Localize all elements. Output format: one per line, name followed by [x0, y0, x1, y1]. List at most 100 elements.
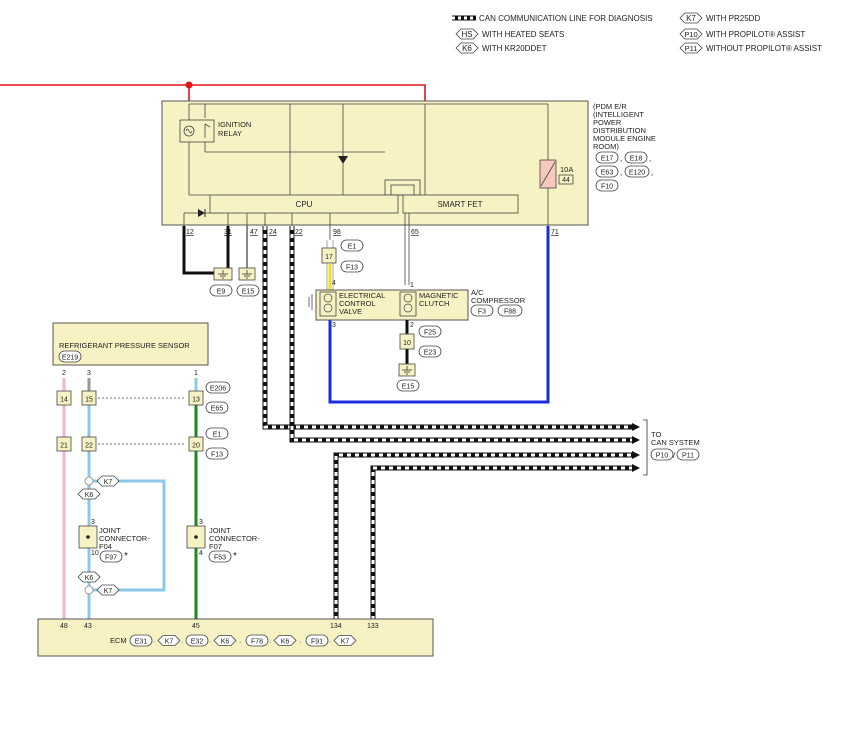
- pdm-pin-labels: 12 31 47 24 22 98 65 71: [186, 229, 559, 236]
- svg-text:·: ·: [239, 639, 241, 646]
- svg-text:·: ·: [269, 639, 271, 646]
- svg-text:10A: 10A: [560, 165, 573, 174]
- legend-p11: WITHOUT PROPILOT® ASSIST: [706, 44, 822, 53]
- svg-text:24: 24: [269, 229, 277, 236]
- svg-text:P11: P11: [685, 44, 698, 53]
- svg-text:E1: E1: [213, 432, 222, 439]
- svg-text:E31: E31: [135, 639, 148, 646]
- jc2-label: JOINT: [209, 526, 231, 535]
- pdm-title: (PDM E/R (INTELLIGENT POWER DISTRIBUTION…: [593, 102, 656, 151]
- svg-text:(INTELLIGENT: (INTELLIGENT: [593, 110, 644, 119]
- valve-label: ELECTRICAL: [339, 291, 385, 300]
- svg-text:F13: F13: [346, 265, 358, 272]
- option-k6: K6: [85, 575, 94, 582]
- svg-text:21: 21: [60, 443, 68, 450]
- ground-icon: [238, 267, 256, 281]
- option-junction: [84, 585, 94, 595]
- compressor-label: A/C: [471, 288, 484, 297]
- svg-text:2: 2: [62, 370, 66, 377]
- svg-text:P11: P11: [682, 453, 694, 460]
- ecm-module: [37, 618, 434, 657]
- svg-text:,: ,: [651, 168, 653, 177]
- svg-text:·: ·: [209, 639, 211, 646]
- ground-icon: [398, 363, 416, 377]
- svg-text:·: ·: [299, 639, 301, 646]
- svg-text:E32: E32: [191, 639, 204, 646]
- sensor-conn: [58, 350, 82, 363]
- svg-text:K7: K7: [165, 639, 174, 646]
- svg-text:3: 3: [332, 322, 336, 329]
- sensor-label: REFRIGERANT PRESSURE SENSOR: [59, 341, 190, 350]
- svg-text:134: 134: [330, 623, 342, 630]
- svg-text:MODULE ENGINE: MODULE ENGINE: [593, 134, 656, 143]
- ecm-label: ECM: [110, 636, 127, 645]
- svg-text:*: *: [124, 551, 128, 562]
- svg-text:F53: F53: [214, 555, 226, 562]
- svg-text:48: 48: [60, 623, 68, 630]
- svg-text:VALVE: VALVE: [339, 307, 362, 316]
- svg-text:3: 3: [91, 519, 95, 526]
- svg-text:P10: P10: [656, 453, 669, 460]
- svg-text:F04: F04: [99, 542, 112, 551]
- valve-coil-icon: [308, 291, 337, 317]
- svg-text:CONNECTOR-: CONNECTOR-: [99, 534, 150, 543]
- svg-text:E18: E18: [630, 156, 643, 163]
- option-k6: K6: [85, 492, 94, 499]
- option-k7: K7: [104, 479, 113, 486]
- clutch-inline-connector: [399, 333, 415, 350]
- svg-text:·: ·: [181, 639, 183, 646]
- relay-coil-icon: [183, 125, 195, 137]
- svg-text:2: 2: [410, 322, 414, 329]
- svg-text:E23: E23: [424, 350, 437, 357]
- ignition-relay: [179, 119, 215, 143]
- ground-icon: [213, 267, 233, 281]
- valve-inline-connector: [321, 247, 337, 264]
- svg-text:10: 10: [91, 550, 99, 557]
- svg-text:ROOM): ROOM): [593, 142, 619, 151]
- svg-text:CONNECTOR-: CONNECTOR-: [209, 534, 260, 543]
- svg-text:10: 10: [403, 340, 411, 347]
- svg-text:44: 44: [562, 177, 570, 184]
- svg-text:F13: F13: [211, 452, 223, 459]
- arrow-icon: [632, 423, 640, 472]
- jc1-label: JOINT: [99, 526, 121, 535]
- svg-text:98: 98: [333, 229, 341, 236]
- ground-e15-clutch: [396, 379, 420, 392]
- svg-text:1: 1: [410, 282, 414, 289]
- svg-text:22: 22: [85, 443, 93, 450]
- compressor-conn-f88: [497, 304, 523, 317]
- option-k7: K7: [104, 588, 113, 595]
- svg-text:·: ·: [329, 639, 331, 646]
- inline-connector-row1: 14 15 13: [56, 390, 204, 406]
- svg-text:E1: E1: [348, 244, 357, 251]
- svg-text:K7: K7: [686, 14, 696, 23]
- svg-text:,: ,: [620, 168, 622, 177]
- ground-e15: [236, 284, 260, 297]
- svg-text:COMPRESSOR: COMPRESSOR: [471, 296, 526, 305]
- svg-text:·: ·: [153, 639, 155, 646]
- legend-k7: WITH PR25DD: [706, 14, 760, 23]
- svg-text:45: 45: [192, 623, 200, 630]
- can-p10: [650, 448, 674, 461]
- svg-text:K6: K6: [462, 44, 472, 53]
- svg-text:E9: E9: [217, 289, 226, 296]
- clutch-coil-icon: [399, 291, 417, 317]
- svg-text:F97: F97: [105, 555, 117, 562]
- svg-text:E120: E120: [629, 170, 645, 177]
- svg-text:E15: E15: [242, 289, 255, 296]
- clutch-label: MAGNETIC: [419, 291, 459, 300]
- svg-text:F3: F3: [478, 309, 486, 316]
- svg-text:E15: E15: [402, 384, 415, 391]
- svg-text:13: 13: [192, 397, 200, 404]
- battery-feed-wire: [0, 84, 426, 102]
- svg-text:CLUTCH: CLUTCH: [419, 299, 449, 308]
- legend-can: CAN COMMUNICATION LINE FOR DIAGNOSIS: [479, 14, 653, 23]
- svg-text:,: ,: [649, 154, 651, 163]
- svg-text:CAN SYSTEM: CAN SYSTEM: [651, 438, 700, 447]
- svg-text:17: 17: [325, 254, 333, 261]
- svg-text:/: /: [673, 451, 676, 460]
- ground-e9: [209, 284, 233, 297]
- svg-text:E65: E65: [211, 406, 224, 413]
- svg-text:F91: F91: [311, 639, 323, 646]
